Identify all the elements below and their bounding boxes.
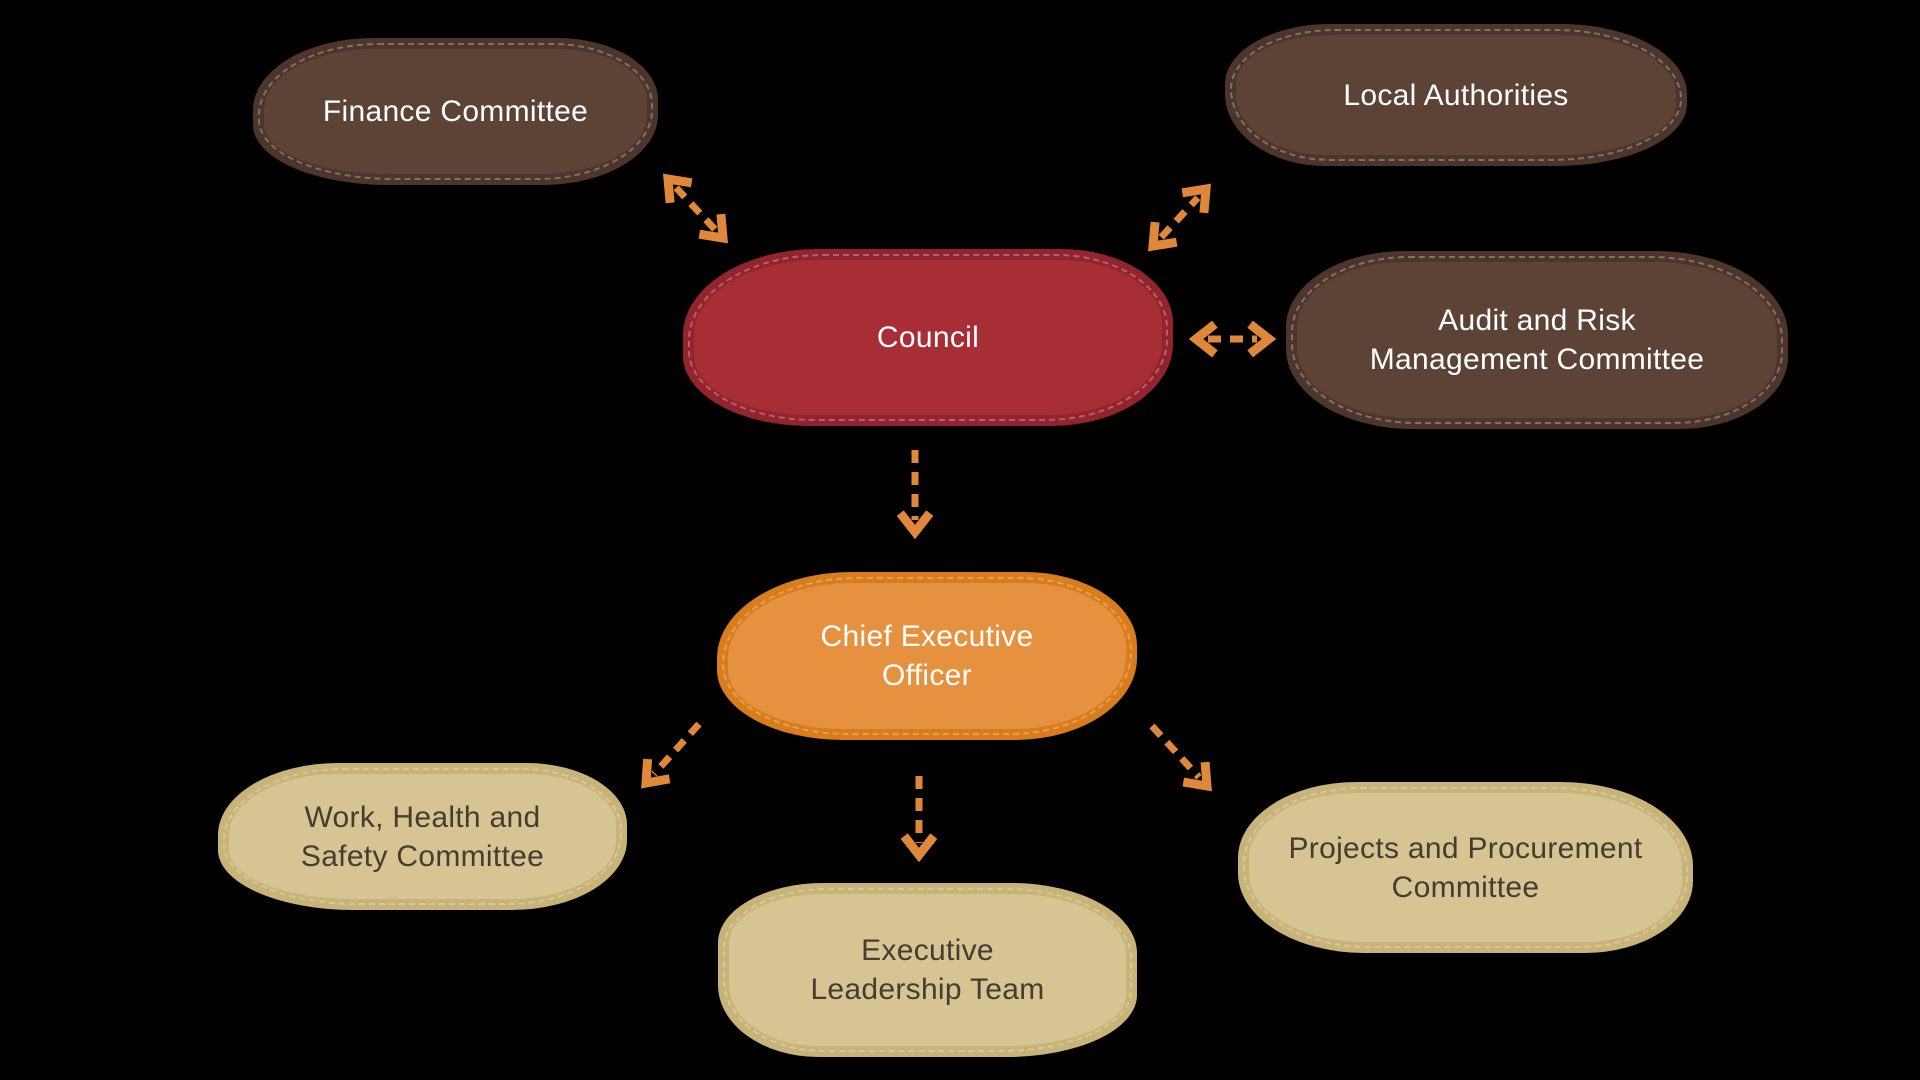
arrow-council-finance-committee: [663, 173, 728, 244]
arrow-ceo-whs-committee: [641, 721, 702, 789]
node-label-projects-procurement-committee: Projects and Procurement Committee: [1288, 831, 1643, 904]
node-label-chief-executive-officer: Chief Executive Officer: [820, 620, 1034, 692]
node-label-finance-committee: Finance Committee: [322, 95, 589, 128]
arrow-ceo-executive-leadership-team: [900, 776, 938, 863]
node-work-health-safety-committee: Work, Health and Safety Committee: [218, 763, 627, 910]
node-executive-leadership-team: Executive Leadership Team: [718, 883, 1137, 1057]
node-chief-executive-officer: Chief Executive Officer: [717, 572, 1137, 740]
arrow-council-local-authorities: [1148, 183, 1211, 252]
arrow-ceo-ppc-committee: [1149, 723, 1212, 792]
node-label-executive-leadership-team: Executive Leadership Team: [810, 934, 1045, 1006]
node-label-council: Council: [876, 321, 980, 354]
node-council: Council: [683, 249, 1173, 426]
node-finance-committee: Finance Committee: [253, 38, 658, 185]
node-audit-risk-management-committee: Audit and Risk Management Committee: [1286, 251, 1788, 429]
node-local-authorities: Local Authorities: [1225, 24, 1687, 166]
arrow-council-audit-committee: [1188, 320, 1277, 358]
node-projects-procurement-committee: Projects and Procurement Committee: [1238, 782, 1693, 953]
arrow-council-ceo: [896, 450, 934, 540]
node-label-local-authorities: Local Authorities: [1343, 78, 1569, 112]
node-label-work-health-safety-committee: Work, Health and Safety Committee: [300, 800, 545, 873]
node-label-audit-risk-management-committee: Audit and Risk Management Committee: [1369, 304, 1705, 376]
